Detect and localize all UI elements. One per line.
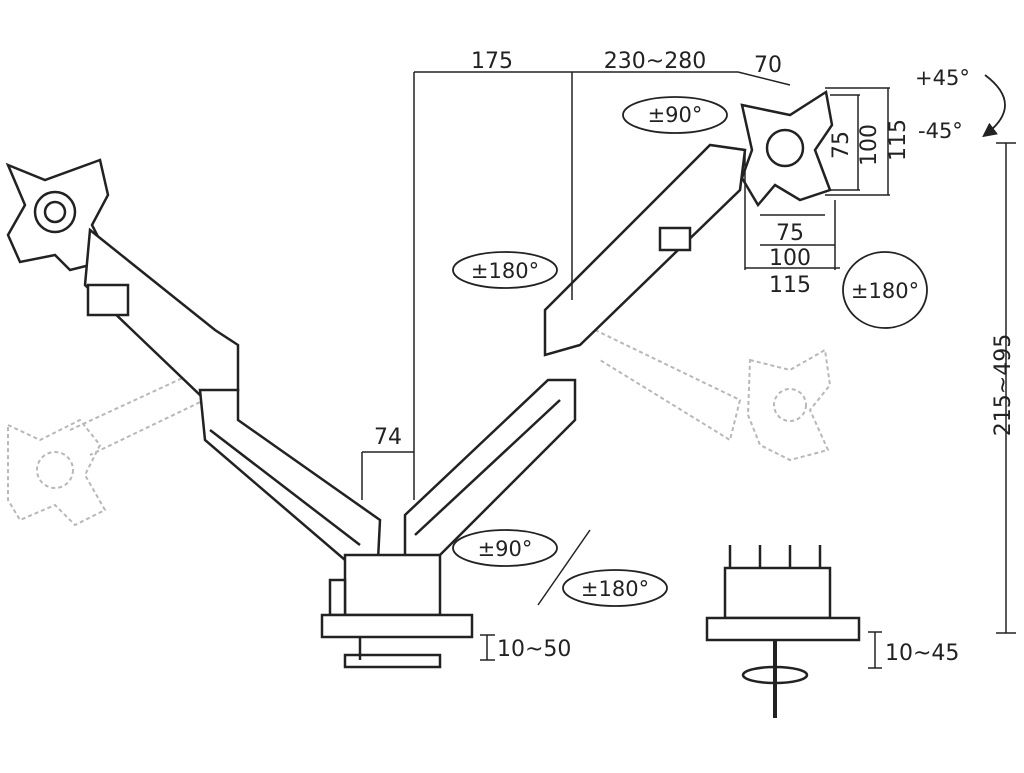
left-upper-arm (83, 227, 240, 397)
grommet-base (705, 545, 861, 718)
forearm-swivel-label: ±180° (471, 259, 539, 283)
vesa-vertical-75-label: 75 (829, 131, 854, 159)
arm-offset-label: 175 (471, 49, 513, 74)
right-lower-arm (403, 378, 577, 562)
rotation-arcs (452, 74, 1006, 607)
pole-rotation-label: ±180° (581, 577, 649, 601)
base-rotation-label: ±90° (478, 537, 533, 561)
desk-clamp-base (320, 553, 474, 669)
head-offset-label: 70 (754, 53, 782, 78)
left-lower-arm (198, 388, 382, 562)
ghost-right-monitor-plate (594, 329, 832, 462)
clamp-thickness-label: 10~50 (497, 637, 571, 662)
tilt-down-label: -45° (918, 119, 963, 143)
right-vesa-plate (740, 89, 834, 208)
tilt-up-label: +45° (915, 66, 970, 90)
ghost-left-monitor-plate (7, 368, 217, 527)
grommet-thickness-label: 10~45 (885, 641, 959, 666)
vesa-vertical-115-label: 115 (886, 119, 911, 161)
dimension-lines (361, 71, 1016, 669)
vesa-horizontal-100-label: 100 (769, 246, 811, 271)
vesa-horizontal-115-label: 115 (769, 273, 811, 298)
vesa-vertical-100-label: 100 (857, 124, 882, 166)
head-swivel-label: ±180° (851, 279, 919, 303)
right-upper-arm (543, 143, 747, 357)
vesa-horizontal-75-label: 75 (776, 221, 804, 246)
arm-reach-label: 230~280 (604, 49, 706, 74)
head-rotation-label: ±90° (648, 103, 703, 127)
height-range-label: 215~495 (991, 334, 1016, 436)
pole-offset-label: 74 (374, 425, 402, 450)
